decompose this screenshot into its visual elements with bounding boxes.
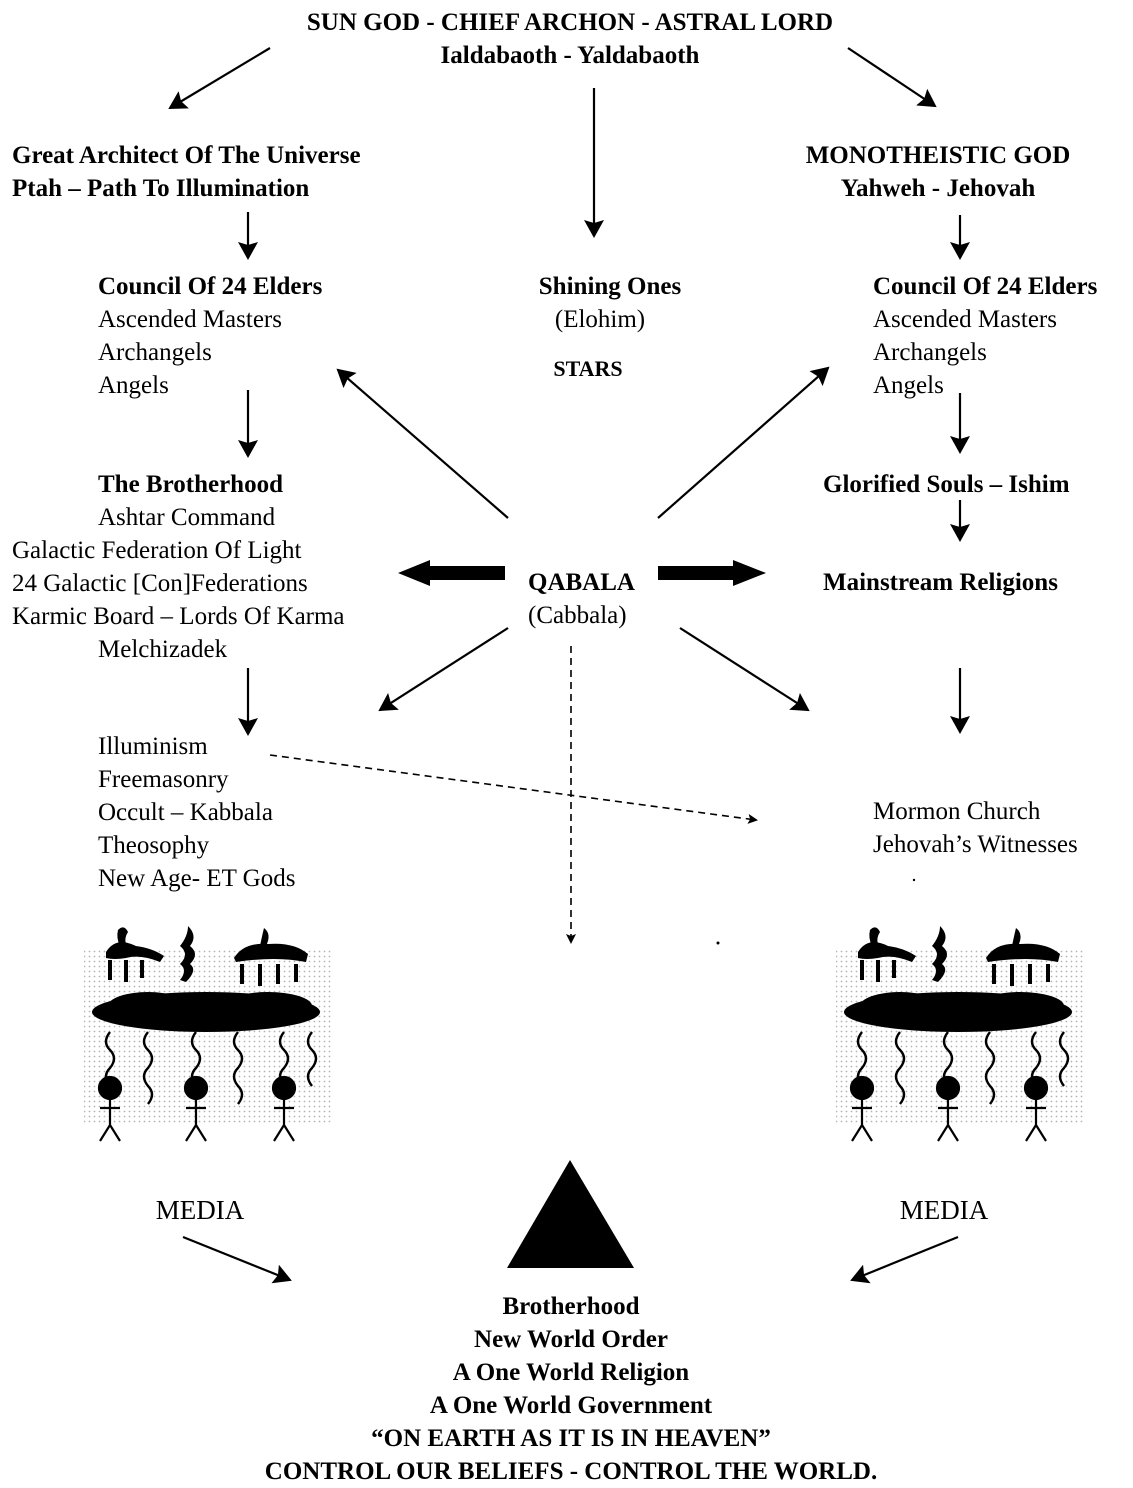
right-council-item: Archangels	[873, 339, 987, 366]
speck	[912, 878, 916, 882]
bottom-line: Brotherhood	[502, 1293, 640, 1320]
brotherhood-title: The Brotherhood	[98, 471, 283, 498]
left-group-item: Freemasonry	[98, 766, 229, 793]
arrow-qabala-down-left	[378, 627, 509, 712]
left-group-item: New Age- ET Gods	[98, 865, 296, 892]
top-heading: SUN GOD - CHIEF ARCHON - ASTRAL LORD Ial…	[307, 6, 833, 72]
bottom-line: A One World Government	[429, 1392, 713, 1419]
qabala-subtitle: (Cabbala)	[528, 602, 627, 629]
left-council-item: Angels	[98, 372, 169, 399]
left-council-title: Council Of 24 Elders	[98, 273, 323, 300]
arrow-qabala-up-left	[336, 368, 509, 519]
right-heading-line1: MONOTHEISTIC GOD	[805, 142, 1071, 169]
right-council-item: Angels	[873, 372, 944, 399]
right-heading-line2: Yahweh - Jehovah	[840, 175, 1036, 202]
right-council-title: Council Of 24 Elders	[873, 273, 1098, 300]
elohim-label: (Elohim)	[554, 306, 646, 333]
qabala-block: QABALA (Cabbala)	[528, 566, 635, 632]
left-group-item: Occult – Kabbala	[98, 799, 273, 826]
bottom-line: New World Order	[474, 1326, 668, 1353]
brotherhood-item: Karmic Board – Lords Of Karma	[12, 603, 345, 630]
left-council-item: Archangels	[98, 339, 212, 366]
arrow-qabala-down-right	[679, 627, 810, 712]
top-heading-line1: SUN GOD - CHIEF ARCHON - ASTRAL LORD	[306, 9, 834, 36]
brotherhood-item: 24 Galactic [Con]Federations	[12, 570, 308, 597]
right-groups-list: Mormon Church Jehovah’s Witnesses	[873, 795, 1078, 861]
pyramid-icon	[507, 1160, 634, 1268]
bottom-line: CONTROL OUR BELIEFS - CONTROL THE WORLD.	[264, 1458, 878, 1485]
brotherhood-block: The Brotherhood Ashtar Command Galactic …	[12, 468, 345, 666]
stars-label: STARS	[553, 356, 623, 381]
arrow-top-to-right	[847, 47, 937, 108]
left-group-item: Theosophy	[98, 832, 210, 859]
right-council-item: Ascended Masters	[873, 306, 1057, 333]
thick-arrow-right	[658, 560, 766, 586]
media-left-label: MEDIA	[155, 1195, 245, 1225]
bottom-line: A One World Religion	[452, 1359, 690, 1386]
dashed-arrow-illuminism-to-mormon	[269, 754, 758, 824]
bottom-conclusion: Brotherhood New World Order A One World …	[265, 1290, 877, 1488]
left-heading-line1: Great Architect Of The Universe	[12, 142, 361, 169]
mainstream-religions-label: Mainstream Religions	[823, 569, 1058, 596]
right-heading: MONOTHEISTIC GOD Yahweh - Jehovah	[806, 139, 1071, 205]
brotherhood-item: Galactic Federation Of Light	[12, 537, 302, 564]
left-groups-list: Illuminism Freemasonry Occult – Kabbala …	[98, 730, 295, 895]
left-council-block: Council Of 24 Elders Ascended Masters Ar…	[98, 270, 322, 402]
left-group-item: Illuminism	[98, 733, 208, 760]
glorified-souls-label: Glorified Souls – Ishim	[823, 471, 1070, 498]
left-heading-line2: Ptah – Path To Illumination	[12, 175, 310, 202]
right-council-block: Council Of 24 Elders Ascended Masters Ar…	[873, 270, 1097, 402]
arrow-top-to-left	[168, 47, 271, 110]
qabala-title: QABALA	[528, 569, 635, 596]
media-right-label: MEDIA	[899, 1195, 989, 1225]
speck	[716, 941, 720, 945]
left-council-item: Ascended Masters	[98, 306, 282, 333]
arrow-qabala-up-right	[657, 366, 830, 519]
brotherhood-item: Melchizadek	[98, 636, 228, 663]
arrow-media-right	[850, 1235, 959, 1284]
right-group-item: Mormon Church	[873, 798, 1041, 825]
top-heading-line2: Ialdabaoth - Yaldabaoth	[440, 42, 700, 69]
bottom-line: “ON EARTH AS IT IS IN HEAVEN”	[371, 1425, 771, 1452]
right-group-item: Jehovah’s Witnesses	[873, 831, 1078, 858]
arrow-media-left	[182, 1235, 292, 1284]
left-heading: Great Architect Of The Universe Ptah – P…	[12, 139, 361, 205]
thick-arrow-left	[398, 560, 505, 586]
shining-ones-title: Shining Ones	[538, 273, 682, 300]
controller-figures-icon	[84, 926, 332, 1142]
brotherhood-item: Ashtar Command	[98, 504, 276, 531]
controller-figures-icon	[836, 926, 1084, 1142]
